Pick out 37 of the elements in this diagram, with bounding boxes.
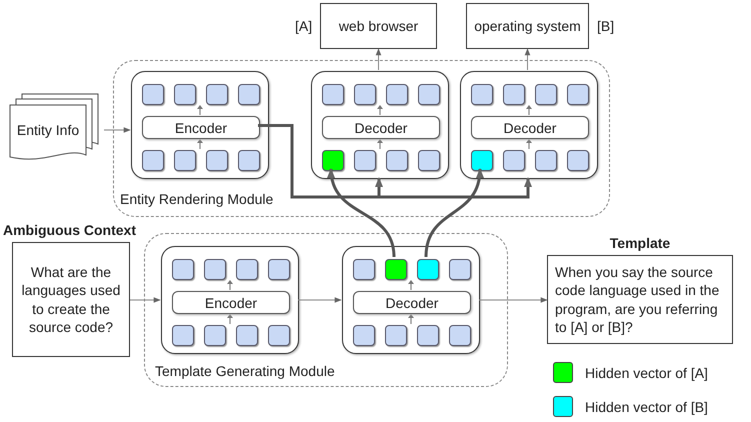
bracket-label: [B] xyxy=(597,18,614,35)
output-label: operating system xyxy=(474,18,581,34)
hidden-vector-cell xyxy=(471,150,493,171)
module-label: Entity Rendering Module xyxy=(120,191,274,207)
network-block xyxy=(131,71,269,179)
heading: Template xyxy=(610,234,670,252)
decoder-block: Decoder xyxy=(471,116,589,139)
output-label: web browser xyxy=(338,18,418,34)
network-block xyxy=(311,71,449,179)
arrow xyxy=(424,168,484,258)
body-text: What are the languages used to create the source code? xyxy=(20,262,122,336)
decoder-block: Decoder xyxy=(353,291,471,314)
body-text: When you say the source code language used in the program, are you referring to [A] or [B]? xyxy=(555,262,720,336)
legend-label: Hidden vector of [B] xyxy=(585,399,708,415)
decoder-block: Decoder xyxy=(322,116,440,139)
network-block xyxy=(460,71,598,179)
network-block xyxy=(342,246,480,354)
encoder-block: Encoder xyxy=(142,116,260,139)
document-label: Entity Info xyxy=(16,122,80,138)
module-label: Template Generating Module xyxy=(155,363,335,379)
arrow xyxy=(376,48,382,70)
module-region xyxy=(144,233,508,387)
arrow xyxy=(524,48,530,70)
arrow xyxy=(104,127,131,133)
hidden-vector-cell xyxy=(417,259,439,280)
arrow xyxy=(328,168,396,258)
legend-label: Hidden vector of [A] xyxy=(585,365,708,381)
bracket-label: [A] xyxy=(295,18,312,35)
arrow xyxy=(478,297,548,303)
module-region xyxy=(113,60,610,217)
arrow xyxy=(298,297,342,303)
arrow xyxy=(130,297,161,303)
encoder-block: Encoder xyxy=(172,291,290,314)
network-block xyxy=(161,246,299,354)
hidden-vector-cell xyxy=(322,150,344,171)
hidden-vector-cell xyxy=(385,259,407,280)
heading: Ambiguous Context xyxy=(3,221,136,240)
